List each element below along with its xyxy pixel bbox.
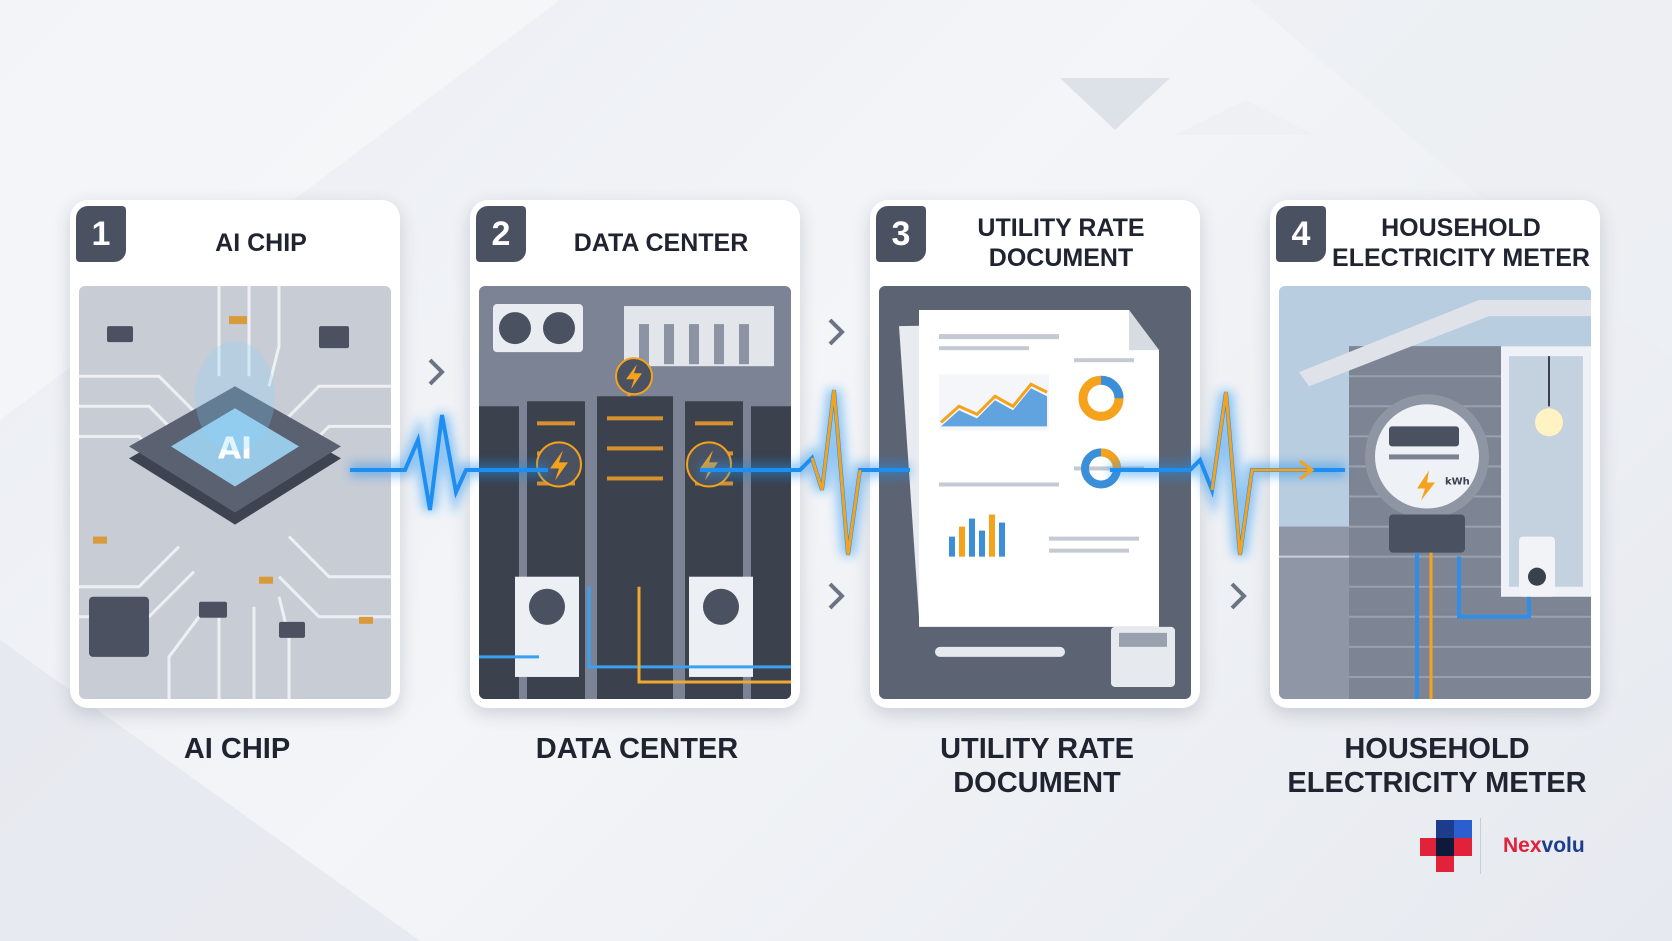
chip-ai-label: AI xyxy=(218,431,252,466)
chevron-right-icon xyxy=(1230,582,1247,610)
chevron-right-icon xyxy=(828,318,845,346)
step-number-badge: 2 xyxy=(476,206,526,262)
step-caption: HOUSEHOLD ELECTRICITY METER xyxy=(1287,733,1587,799)
chevron-right-icon xyxy=(428,358,445,386)
step-title: DATA CENTER xyxy=(573,229,749,257)
step-title: HOUSEHOLD ELECTRICITY METER xyxy=(1332,214,1590,272)
step-card-household-electricity-meter: 4 HOUSEHOLD ELECTRICITY METER kWh xyxy=(1270,200,1600,708)
step-number-badge: 3 xyxy=(876,206,926,262)
chevron-right-icon xyxy=(828,582,845,610)
step-card-data-center: 2 DATA CENTER xyxy=(470,200,800,708)
brand-name: Nexvolu xyxy=(1503,834,1585,857)
meter-unit-label: kWh xyxy=(1445,476,1470,487)
step-card-utility-rate-document: 3 UTILITY RATE DOCUMENT xyxy=(870,200,1200,708)
electricity-meter-illustration: kWh xyxy=(1279,286,1591,699)
data-center-illustration xyxy=(479,286,791,699)
step-caption: DATA CENTER xyxy=(535,733,739,765)
step-title: UTILITY RATE DOCUMENT xyxy=(977,214,1145,272)
utility-document-illustration xyxy=(879,286,1191,699)
step-caption: AI CHIP xyxy=(183,733,291,765)
brand-logo-mark xyxy=(1420,820,1472,872)
step-card-ai-chip: 1 AI CHIP AI xyxy=(70,200,400,708)
step-caption: UTILITY RATE DOCUMENT xyxy=(940,733,1134,799)
step-title: AI CHIP xyxy=(215,229,307,257)
step-number-badge: 4 xyxy=(1276,206,1326,262)
step-number-badge: 1 xyxy=(76,206,126,262)
ai-chip-illustration: AI xyxy=(79,286,391,699)
brand-logo: Nexvolu xyxy=(1420,818,1585,874)
